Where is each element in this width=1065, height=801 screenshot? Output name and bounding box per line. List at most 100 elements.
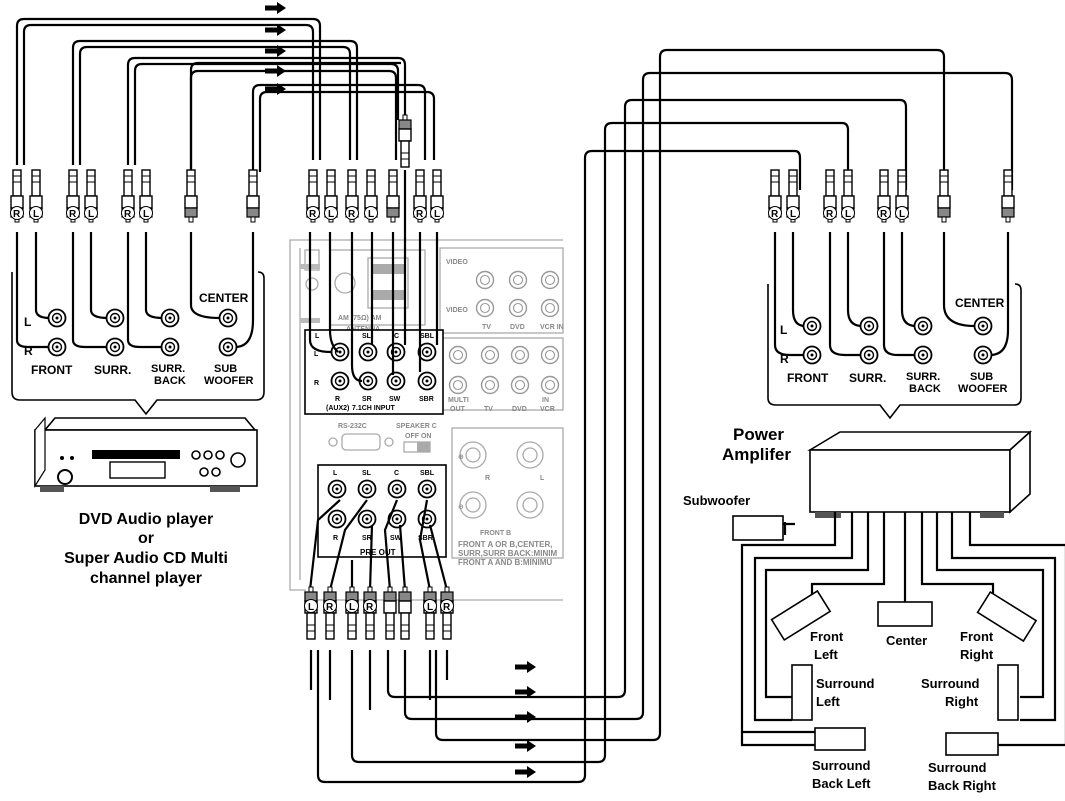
speaker-center: Center — [877, 601, 933, 648]
input-side-l: L — [314, 351, 319, 358]
plug-r-amp-surr: R — [826, 209, 834, 220]
amp-label-l: L — [780, 323, 787, 337]
amp-input-panel: R L R L R L L R FRONT SURR. SU — [767, 169, 1022, 420]
receiver-label-dvd-top: DVD — [510, 324, 525, 331]
preout-jack-r[interactable] — [327, 509, 347, 529]
player-caption-line3: Super Audio CD Multi — [64, 550, 228, 567]
player-caption: DVD Audio player or Super Audio CD Multi… — [64, 511, 228, 587]
input-jack-sr[interactable] — [358, 371, 378, 391]
plug-r-amp-front: R — [771, 209, 779, 220]
amp-jack-surr-l[interactable] — [859, 316, 879, 336]
preout-label-c: C — [394, 470, 399, 477]
input-label-sl: SL — [362, 333, 372, 340]
player-jack-front-r[interactable] — [47, 337, 67, 357]
speaker-label-front-right-2: Right — [960, 647, 994, 662]
input-label-sr: SR — [362, 396, 372, 403]
speaker-label-surround-left-1: Surround — [816, 676, 875, 691]
input-label-sbr: SBR — [419, 396, 434, 403]
receiver-label-off-on: OFF ON — [405, 433, 431, 440]
input-label-r: R — [335, 396, 340, 403]
player-jack-front-l[interactable] — [47, 308, 67, 328]
plug-r-preout-3: R — [443, 602, 451, 613]
input-jack-sl[interactable] — [358, 342, 378, 362]
speaker-label-surround-right-2: Right — [945, 694, 979, 709]
plug-l-player-surrback: L — [143, 209, 149, 220]
player-jack-surrback-l[interactable] — [160, 308, 180, 328]
player-label-surrback-2: BACK — [154, 375, 186, 387]
player-caption-line1: DVD Audio player — [79, 511, 214, 528]
plug-r-player-front: R — [13, 209, 21, 220]
amp-jack-surrback-r[interactable] — [913, 345, 933, 365]
preout-label-r: R — [333, 535, 338, 542]
speaker-label-surround-right-1: Surround — [921, 676, 980, 691]
preout-label-sr: SR — [362, 535, 372, 542]
player-jack-surr-l[interactable] — [105, 308, 125, 328]
speaker-label-front-right-1: Front — [960, 629, 994, 644]
preout-jack-sl[interactable] — [357, 479, 377, 499]
amp-jack-front-r[interactable] — [802, 345, 822, 365]
dvd-player-illustration — [34, 416, 258, 492]
input-jack-sw[interactable] — [386, 371, 406, 391]
preout-label-sbl: SBL — [420, 470, 435, 477]
preout-jack-sr[interactable] — [357, 509, 377, 529]
amp-label-surr: SURR. — [849, 371, 886, 385]
preout-jack-c[interactable] — [387, 479, 407, 499]
player-jack-surr-r[interactable] — [105, 337, 125, 357]
amp-jack-subwoofer[interactable] — [973, 345, 993, 365]
plug-r-player-surr: R — [69, 209, 77, 220]
plug-r-preout-2: R — [366, 602, 374, 613]
input-label-sbl: SBL — [420, 333, 435, 340]
plug-r-preout-1: R — [326, 602, 334, 613]
plug-l-amp-surrback: L — [899, 209, 905, 220]
receiver-label-vcr: VCR — [540, 406, 555, 413]
plug-r-input-2: R — [348, 209, 356, 220]
speaker-subwoofer: Subwoofer — [683, 493, 784, 541]
speaker-label-surround-left-2: Left — [816, 694, 841, 709]
plug-l-input-3: L — [434, 209, 440, 220]
wires-preout-to-amp — [308, 48, 1014, 784]
speaker-label-subwoofer: Subwoofer — [683, 493, 750, 508]
amp-jack-surr-r[interactable] — [859, 345, 879, 365]
player-label-l: L — [24, 315, 31, 329]
receiver-label-multi: MULTI — [448, 397, 469, 404]
arrow-bottom-5 — [515, 766, 536, 778]
receiver-label-terminal-r: R — [485, 475, 490, 482]
speaker-label-center: Center — [886, 633, 927, 648]
plug-letters-receiver-input: R L R L R L — [306, 206, 444, 220]
amp-label-r: R — [780, 352, 789, 366]
preout-jack-sbr[interactable] — [417, 509, 437, 529]
amp-jack-front-l[interactable] — [802, 316, 822, 336]
arrow-bottom-1 — [515, 661, 536, 673]
amp-jack-surrback-l[interactable] — [913, 316, 933, 336]
receiver-label-video-1: VIDEO — [446, 259, 468, 266]
speaker-wiring — [740, 512, 1065, 747]
player-jack-center[interactable] — [218, 308, 238, 328]
amp-label-sub-1: SUB — [970, 371, 993, 383]
receiver-note-3: FRONT A AND B:MINIMU — [458, 558, 552, 567]
speaker-label-surround-back-left-2: Back Left — [812, 776, 871, 791]
receiver-label-tv-top: TV — [482, 324, 491, 331]
preout-label-l: L — [333, 470, 338, 477]
receiver-label-plus: ⊕ — [458, 454, 464, 461]
input-jack-r[interactable] — [330, 371, 350, 391]
preout-jack-sbl[interactable] — [417, 479, 437, 499]
player-jack-surrback-r[interactable] — [160, 337, 180, 357]
plug-letters-amp: R L R L R L — [768, 206, 909, 220]
speaker-front-right: Front Right — [960, 590, 1038, 662]
wires-player-to-receiver — [15, 17, 436, 172]
arrow-bottom-3 — [515, 711, 536, 723]
plugs-receiver-input — [306, 114, 444, 223]
amp-plugs — [768, 169, 1015, 223]
player-label-sub-1: SUB — [214, 363, 237, 375]
input-jack-c[interactable] — [386, 342, 406, 362]
amp-jack-center[interactable] — [973, 316, 993, 336]
speaker-label-surround-back-right-1: Surround — [928, 760, 987, 775]
amp-label-sub-2: WOOFER — [958, 383, 1008, 395]
player-jack-subwoofer[interactable] — [218, 337, 238, 357]
player-label-sub-2: WOOFER — [204, 375, 254, 387]
power-amp-label-1: Power — [733, 425, 784, 444]
speaker-front-left: Front Left — [770, 589, 844, 662]
speaker-surround-back-left: Surround Back Left — [812, 727, 871, 791]
input-jack-sbr[interactable] — [417, 371, 437, 391]
preout-jack-l[interactable] — [327, 479, 347, 499]
